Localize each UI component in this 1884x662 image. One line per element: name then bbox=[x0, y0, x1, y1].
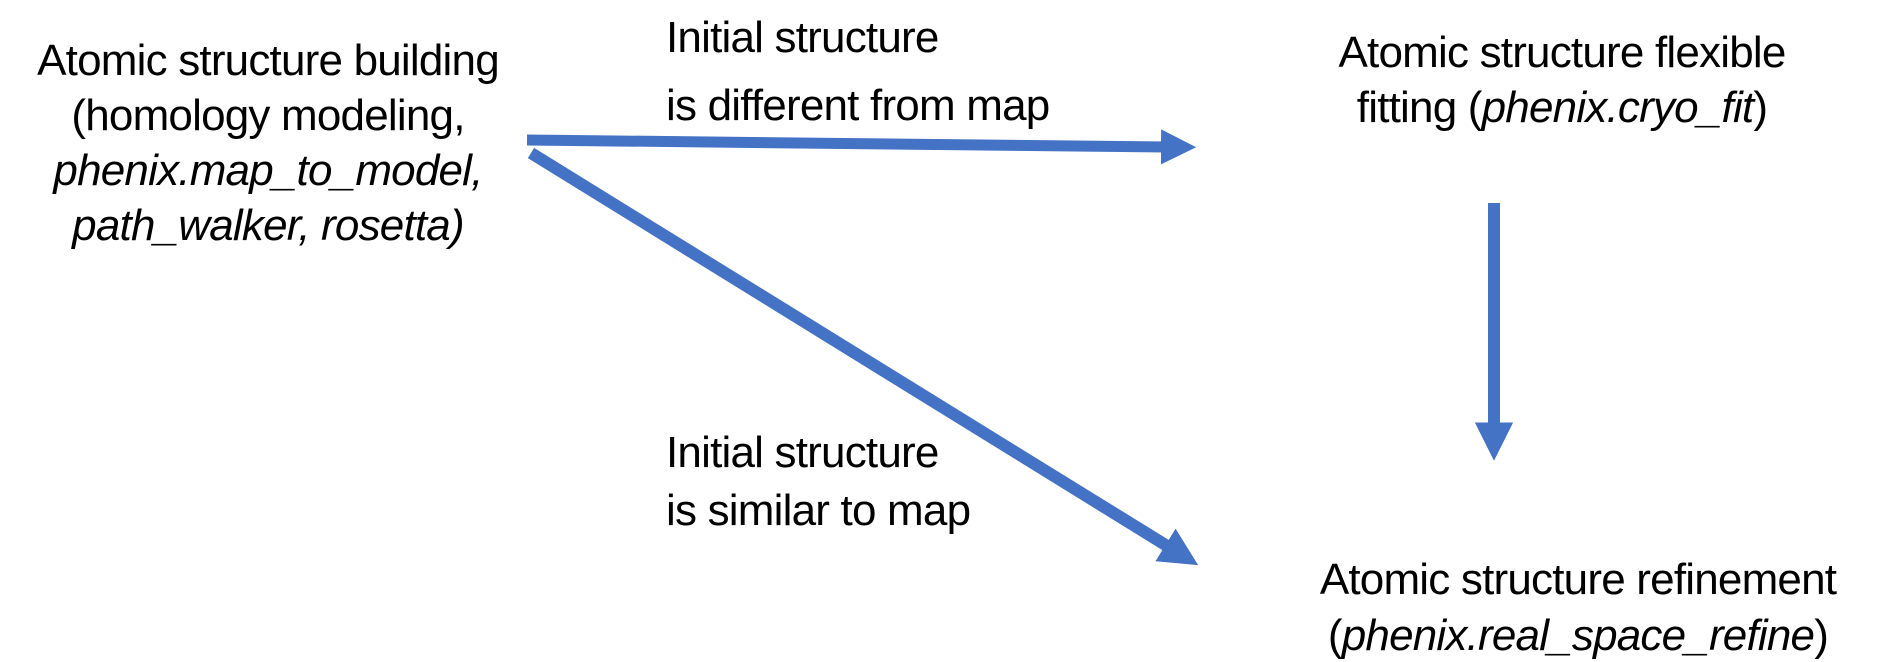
node-refinement-line2-suffix: ) bbox=[1814, 611, 1829, 660]
node-refinement-line1: Atomic structure refinement bbox=[1319, 555, 1837, 604]
node-refinement-line2-prefix: ( bbox=[1327, 611, 1343, 660]
label-different-from-map-line1: Initial structure bbox=[666, 13, 939, 62]
node-flexible-fitting-line2: fitting (phenix.cryo_fit) bbox=[1232, 80, 1884, 135]
node-flexible-fitting-line1: Atomic structure flexible bbox=[1338, 28, 1786, 77]
arrow-building-to-flexible-fitting bbox=[526, 129, 1197, 165]
node-structure-building-line2: (homology modeling, bbox=[71, 91, 465, 140]
label-similar-to-map-line1: Initial structure bbox=[666, 428, 939, 477]
node-flexible-fitting-line2-prefix: fitting ( bbox=[1356, 83, 1483, 132]
label-similar-to-map-line2: is similar to map bbox=[666, 486, 971, 535]
node-refinement-program: phenix.real_space_refine bbox=[1341, 611, 1815, 660]
node-flexible-fitting-line2-suffix: ) bbox=[1753, 83, 1768, 132]
node-refinement: Atomic structure refinement (phenix.real… bbox=[1248, 552, 1884, 662]
label-similar-to-map: Initial structure is similar to map bbox=[666, 424, 971, 540]
node-flexible-fitting-program: phenix.cryo_fit bbox=[1481, 83, 1755, 132]
arrow-building-to-refinement bbox=[527, 147, 1199, 566]
node-structure-building-line1: Atomic structure building bbox=[37, 36, 500, 85]
node-flexible-fitting: Atomic structure flexible fitting (pheni… bbox=[1232, 25, 1884, 135]
node-refinement-line2: (phenix.real_space_refine) bbox=[1248, 608, 1884, 662]
label-different-from-map: Initial structure is different from map bbox=[666, 4, 1050, 140]
node-structure-building-line3: phenix.map_to_model, bbox=[53, 146, 483, 195]
label-different-from-map-line2: is different from map bbox=[666, 81, 1050, 130]
node-structure-building-line4: path_walker, rosetta) bbox=[72, 201, 464, 250]
node-structure-building: Atomic structure building (homology mode… bbox=[8, 33, 528, 253]
